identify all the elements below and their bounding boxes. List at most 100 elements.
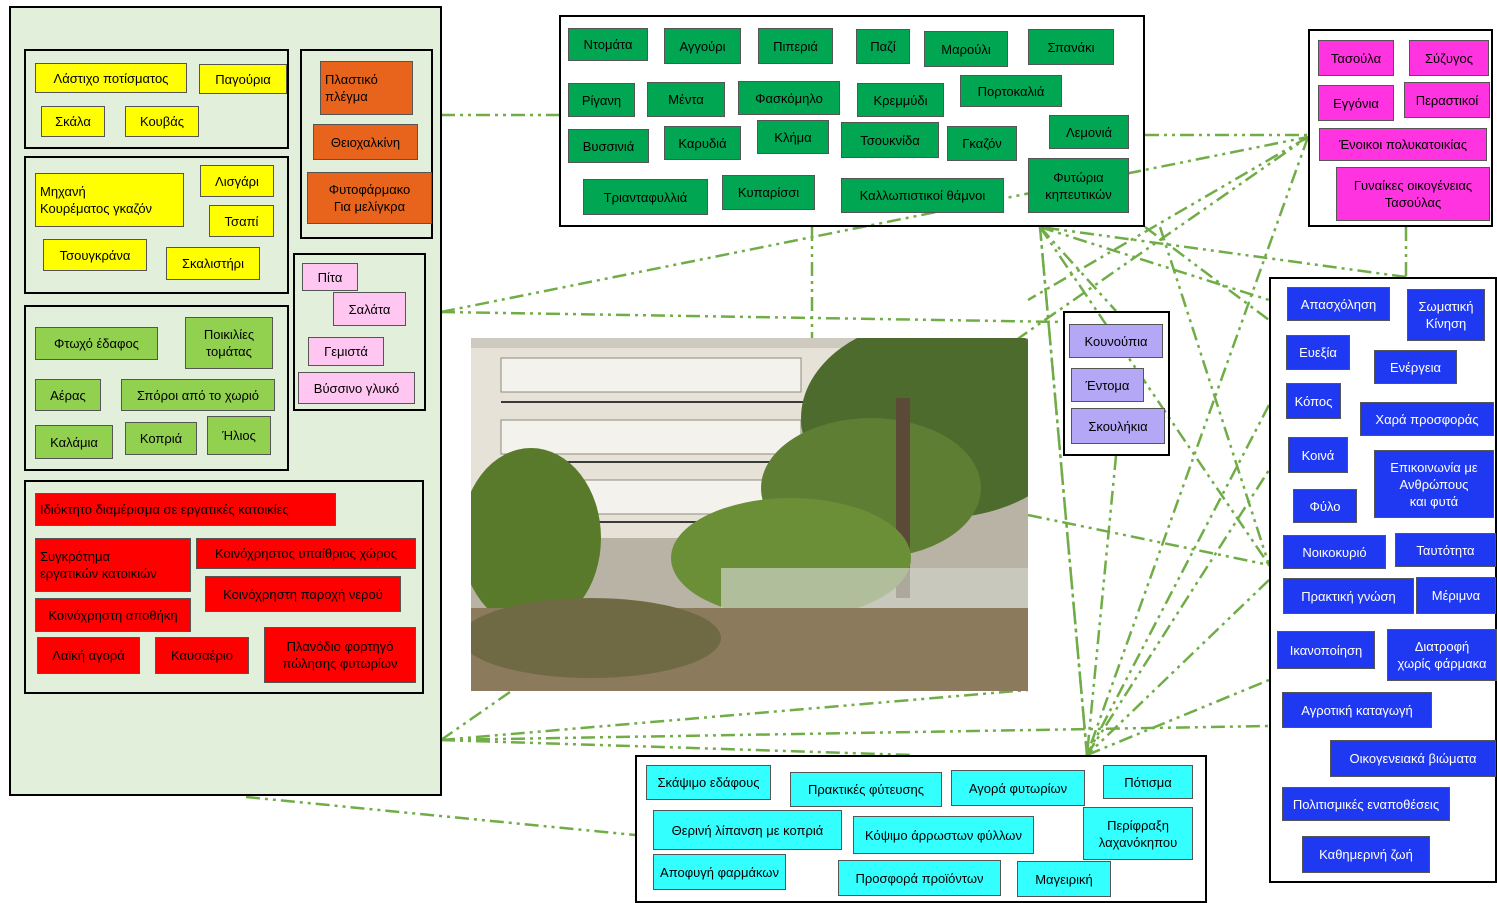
node-people-5: Γυναίκες οικογένειας Τασούλας [1336, 167, 1490, 221]
settings-group: Ιδιόκτητο διαμέρισμα σε εργατικές κατοικ… [24, 480, 424, 694]
node-equipment-1: Λισγάρι [200, 165, 274, 197]
node-plants-20: Φυτώρια κηπευτικών [1028, 158, 1129, 213]
node-materials-1: Θειοχαλκίνη [313, 124, 418, 160]
node-plants-13: Κλήμα [757, 120, 829, 154]
connector-line [1027, 513, 1270, 567]
node-settings-1: Συγκρότημα εργατικών κατοικιών [35, 538, 191, 592]
node-dishes-0: Πίτα [302, 263, 358, 291]
node-tools-1: Παγούρια [199, 64, 287, 94]
node-plants-7: Μέντα [647, 82, 725, 117]
node-meanings-16: Οικογενειακά βιώματα [1330, 740, 1496, 777]
node-materials-0: Πλαστικό πλέγμα [320, 61, 413, 115]
pests-panel: Κουνούπια Έντομα Σκουλήκια [1063, 311, 1170, 456]
node-settings-7: Πλανόδιο φορτηγό πώλησης φυτωρίων [264, 627, 416, 683]
practices-panel: Σκάψιμο εδάφους Πρακτικές φύτευσης Αγορά… [635, 755, 1207, 903]
connector-line [1086, 678, 1270, 757]
node-dishes-2: Γεμιστά [308, 337, 384, 366]
node-equipment-2: Τσαπί [209, 205, 274, 237]
node-people-1: Σύζυγος [1409, 40, 1489, 76]
node-people-4: Ένοικοι πολυκατοικίας [1319, 128, 1487, 161]
connector-line [440, 310, 1064, 324]
node-resources-1: Ποικιλίες τομάτας [185, 317, 273, 369]
node-plants-17: Τριανταφυλλιά [583, 179, 708, 215]
node-meanings-5: Χαρά προσφοράς [1360, 402, 1494, 436]
node-meanings-2: Ευεξία [1286, 335, 1350, 370]
node-practices-9: Μαγειρική [1017, 861, 1111, 897]
node-plants-16: Λεμονιά [1049, 115, 1129, 149]
people-panel: Τασούλα Σύζυγος Εγγόνια Περαστικοί Ένοικ… [1308, 29, 1493, 227]
node-plants-0: Ντομάτα [568, 28, 648, 61]
connector-line [1027, 135, 1309, 302]
node-meanings-0: Απασχόληση [1287, 287, 1390, 321]
connector-line [1038, 226, 1271, 566]
node-pests-1: Έντομα [1071, 368, 1144, 402]
node-resources-6: Ήλιος [207, 416, 271, 455]
node-meanings-3: Ενέργεια [1374, 350, 1457, 384]
node-settings-3: Κοινόχρηστη παροχή νερού [205, 576, 401, 612]
node-practices-5: Κόψιμο άρρωστων φύλλων [853, 816, 1034, 854]
node-equipment-3: Τσουγκράνα [43, 239, 147, 271]
connector-line [1085, 136, 1310, 756]
connector-line [1085, 469, 1271, 756]
connector-line [1038, 226, 1089, 756]
node-meanings-8: Φύλο [1293, 489, 1357, 523]
resources-group: Φτωχό έδαφος Ποικιλίες τομάτας Αέρας Σπό… [24, 305, 289, 471]
node-people-0: Τασούλα [1318, 40, 1394, 76]
node-practices-3: Πότισμα [1103, 765, 1193, 799]
node-tools-3: Κουβάς [125, 106, 199, 137]
node-people-2: Εγγόνια [1318, 85, 1394, 121]
connector-line [1039, 225, 1270, 302]
node-plants-2: Πιπεριά [758, 28, 833, 64]
connector-line [1085, 404, 1271, 756]
node-settings-5: Λαϊκή αγορά [37, 637, 140, 674]
equipment-group: Μηχανή Κουρέματος γκαζόν Λισγάρι Τσαπί Τ… [24, 156, 289, 294]
node-meanings-13: Ικανοποίηση [1277, 631, 1375, 669]
left-panel: Λάστιχο ποτίσματος Παγούρια Σκάλα Κουβάς… [9, 6, 442, 796]
connector-line [1085, 455, 1118, 756]
node-meanings-9: Νοικοκυριό [1283, 535, 1386, 569]
connector-line [1144, 226, 1270, 321]
node-plants-6: Ρίγανη [568, 83, 635, 117]
node-settings-2: Κοινόχρηστος υπαίθριος χώρος [196, 538, 416, 569]
node-resources-0: Φτωχό έδαφος [35, 327, 158, 360]
node-people-3: Περαστικοί [1404, 82, 1490, 118]
node-plants-9: Κρεμμύδι [857, 83, 944, 117]
node-practices-0: Σκάψιμο εδάφους [646, 765, 771, 800]
node-meanings-14: Διατροφή χωρίς φάρμακα [1387, 629, 1497, 681]
node-practices-8: Προσφορά προϊόντων [838, 860, 1001, 896]
connector-line [440, 135, 1309, 314]
node-tools-0: Λάστιχο ποτίσματος [35, 63, 187, 93]
node-resources-2: Αέρας [35, 379, 101, 411]
dishes-group: Πίτα Σαλάτα Γεμιστά Βύσσινο γλυκό [293, 253, 426, 411]
node-meanings-15: Αγροτική καταγωγή [1282, 692, 1432, 728]
node-plants-1: Αγγούρι [664, 28, 741, 64]
connector-line [440, 724, 1270, 742]
node-dishes-3: Βύσσινο γλυκό [298, 372, 415, 404]
connector-line [1158, 226, 1271, 566]
node-tools-2: Σκάλα [41, 106, 105, 137]
plants-panel: Ντομάτα Αγγούρι Πιπεριά Παζί Μαρούλι Σπα… [559, 15, 1145, 227]
node-equipment-4: Σκαλιστήρι [166, 247, 260, 280]
node-meanings-7: Επικοινωνία με Ανθρώπους και φυτά [1374, 450, 1494, 518]
node-materials-2: Φυτοφάρμακο Για μελίγκρα [307, 172, 432, 224]
node-plants-4: Μαρούλι [924, 31, 1008, 67]
node-meanings-4: Κόπος [1286, 383, 1341, 419]
garden-photo [471, 338, 1028, 691]
node-pests-0: Κουνούπια [1069, 324, 1163, 358]
meanings-panel: Απασχόληση Σωματική Κίνηση Ευεξία Ενέργε… [1269, 277, 1497, 883]
node-settings-6: Καυσαέριο [155, 637, 249, 674]
connector-line [1086, 579, 1270, 756]
materials-group: Πλαστικό πλέγμα Θειοχαλκίνη Φυτοφάρμακο … [300, 49, 433, 239]
node-equipment-0: Μηχανή Κουρέματος γκαζόν [35, 173, 184, 227]
node-dishes-1: Σαλάτα [333, 292, 406, 326]
node-plants-14: Τσουκνίδα [841, 122, 939, 158]
node-meanings-17: Πολιτισμικές εναποθέσεις [1282, 787, 1450, 821]
node-plants-12: Καρυδιά [664, 126, 741, 160]
node-practices-4: Θερινή λίπανση με κοπριά [653, 810, 842, 850]
connector-line [440, 738, 913, 757]
node-meanings-12: Μέριμνα [1416, 577, 1496, 614]
node-meanings-10: Ταυτότητα [1395, 533, 1496, 567]
node-plants-10: Πορτοκαλιά [960, 75, 1062, 107]
connector-line [440, 688, 1029, 742]
tools-group: Λάστιχο ποτίσματος Παγούρια Σκάλα Κουβάς [24, 49, 289, 149]
